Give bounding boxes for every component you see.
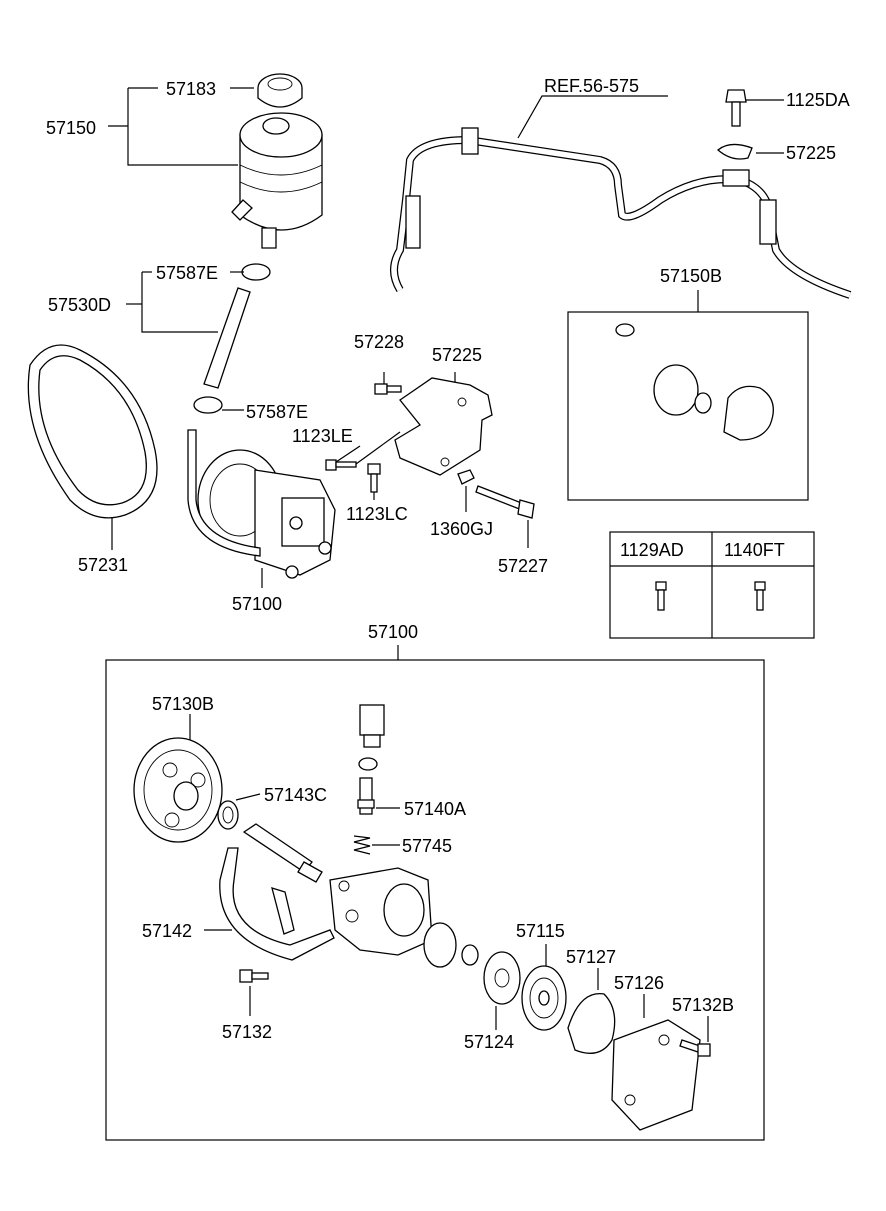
- label-1123lc: 1123LC: [346, 504, 408, 524]
- label-57126: 57126: [614, 973, 664, 993]
- suction-hose: [193, 263, 271, 414]
- side-plate: [483, 951, 521, 1005]
- o-ring-small: [461, 944, 479, 966]
- label-1123le: 1123LE: [292, 426, 353, 446]
- pump-bracket: [394, 377, 493, 476]
- bolt-icon: [655, 581, 667, 611]
- label-57228: 57228: [354, 332, 404, 352]
- bolt-1123le: [325, 459, 357, 471]
- label-57132: 57132: [222, 1022, 272, 1042]
- label-57100-top: 57100: [232, 594, 282, 614]
- label-1360gj: 1360GJ: [430, 519, 493, 539]
- label-57115: 57115: [516, 921, 565, 941]
- bolt-57132b: [679, 1039, 711, 1057]
- label-57150: 57150: [46, 118, 96, 138]
- label-ref: REF.56-575: [544, 76, 639, 96]
- reservoir-tank: [231, 112, 323, 249]
- bolt-1123lc: [367, 463, 381, 493]
- label-57150b: 57150B: [660, 266, 722, 286]
- power-steering-pump: [187, 429, 336, 579]
- label-57530d: 57530D: [48, 295, 111, 315]
- bolt-table: [609, 531, 815, 639]
- label-57132b: 57132B: [672, 995, 734, 1015]
- valve-spring: [353, 835, 371, 855]
- pulley: [133, 737, 223, 843]
- drive-shaft: [242, 823, 323, 883]
- pressure-hose: [390, 127, 852, 299]
- label-1125da: 1125DA: [786, 90, 850, 110]
- label-57745: 57745: [402, 836, 452, 856]
- bolt-table-header-1129ad: 1129AD: [620, 540, 684, 560]
- flow-valve: [357, 777, 375, 815]
- bolt-57132: [239, 969, 269, 983]
- bolt-table-header-1140ft: 1140FT: [724, 540, 785, 560]
- bolt-57227: [475, 485, 535, 519]
- label-57225-mid: 57225: [432, 345, 482, 365]
- seal-kit-box: [567, 290, 809, 501]
- label-57100-box: 57100: [368, 622, 418, 642]
- pipe-57142: [219, 847, 335, 961]
- oil-seal: [217, 800, 239, 830]
- label-57587e-bottom: 57587E: [246, 402, 308, 422]
- label-57587e-top: 57587E: [156, 263, 218, 283]
- label-57231: 57231: [78, 555, 128, 575]
- rotor-cartridge: [521, 965, 567, 1031]
- pump-body: [329, 867, 433, 956]
- o-ring-large: [423, 922, 457, 968]
- label-57227: 57227: [498, 556, 548, 576]
- label-57124: 57124: [464, 1032, 514, 1052]
- nut-1360gj: [457, 469, 475, 485]
- cover-gasket: [567, 993, 616, 1054]
- label-57225-top: 57225: [786, 143, 836, 163]
- drive-belt: [27, 344, 158, 519]
- label-57140a: 57140A: [404, 799, 466, 819]
- label-57183: 57183: [166, 79, 216, 99]
- connector-fitting: [358, 704, 385, 771]
- bolt-icon: [754, 581, 766, 611]
- clip-57225: [716, 143, 753, 160]
- pump-detail-box: [105, 659, 765, 1141]
- pump-cover: [611, 1019, 701, 1131]
- label-57142: 57142: [142, 921, 192, 941]
- reservoir-cap: [257, 73, 303, 108]
- bolt-57228: [374, 383, 402, 395]
- label-57143c: 57143C: [264, 785, 327, 805]
- bolt-1125da: [725, 89, 747, 127]
- label-57130b: 57130B: [152, 694, 214, 714]
- label-57127: 57127: [566, 947, 616, 967]
